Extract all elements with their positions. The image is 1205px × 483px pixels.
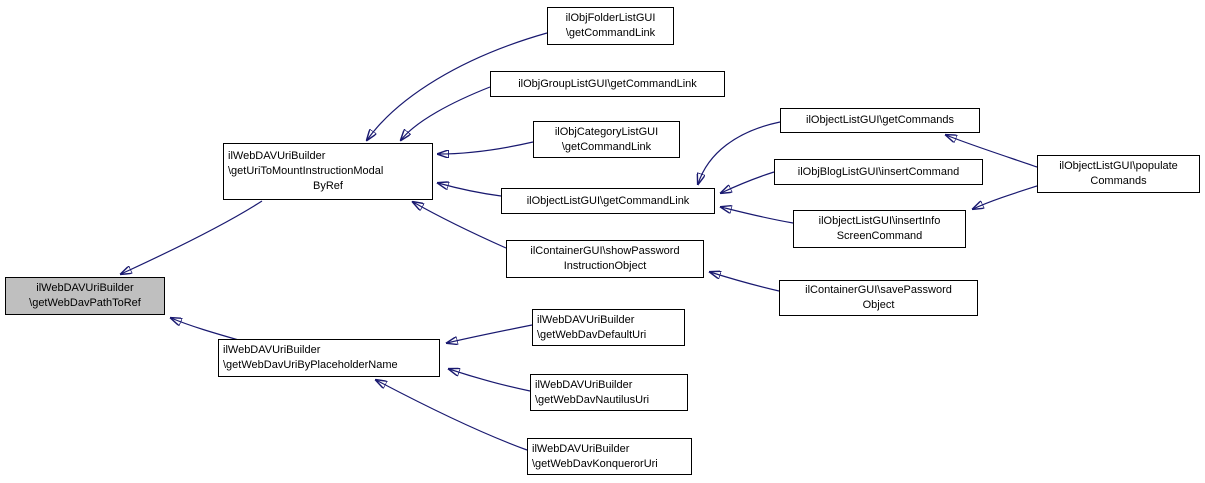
edge-populatecommands-to-getcommands — [946, 135, 1038, 168]
edge-savepassword-to-showpassword — [710, 272, 780, 292]
node-blog-insertcommand[interactable]: ilObjBlogListGUI\insertCommand — [774, 159, 983, 185]
node-getcommands[interactable]: ilObjectListGUI\getCommands — [780, 108, 980, 133]
edge-showpassword-to-geturitomount — [413, 202, 507, 249]
edge-getcommandlink-to-geturitomount — [438, 183, 502, 197]
node-label: ilObjectListGUI\populate — [1059, 160, 1178, 172]
edge-populatecommands-to-insertinfoscreen — [973, 185, 1038, 209]
edge-bloginsertcommand-to-getcommandlink — [721, 171, 775, 193]
node-getwebdavdefaulturi[interactable]: ilWebDAVUriBuilder \getWebDavDefaultUri — [532, 309, 685, 346]
node-group-getcommandlink[interactable]: ilObjGroupListGUI\getCommandLink — [490, 71, 725, 97]
node-folder-getcommandlink[interactable]: ilObjFolderListGUI \getCommandLink — [547, 7, 674, 45]
edge-group-to-geturitomount — [401, 86, 491, 140]
node-getwebdavuribyplaceholdername[interactable]: ilWebDAVUriBuilder \getWebDavUriByPlaceh… — [218, 339, 440, 377]
node-label: ilContainerGUI\showPassword — [530, 245, 680, 257]
node-getwebdavpathtoref[interactable]: ilWebDAVUriBuilder \getWebDavPathToRef — [5, 277, 165, 315]
edge-geturitomount-to-getwebdavpathtoref — [121, 200, 263, 274]
edge-konqueroruri-to-placeholdername — [376, 380, 528, 451]
edge-category-to-geturitomount — [438, 141, 534, 154]
node-category-getcommandlink[interactable]: ilObjCategoryListGUI \getCommandLink — [533, 121, 680, 158]
node-label-continued: ScreenCommand — [836, 230, 923, 242]
node-label-continued: Object — [862, 299, 895, 311]
edge-insertinfoscreen-to-getcommandlink — [721, 207, 794, 224]
node-label-continued: InstructionObject — [563, 260, 647, 272]
edge-nautilusuri-to-placeholdername — [449, 369, 531, 392]
node-label-continued: ByRef — [313, 180, 343, 192]
node-label: ilWebDAVUriBuilder \getUriToMountInstruc… — [228, 150, 384, 177]
node-object-getcommandlink[interactable]: ilObjectListGUI\getCommandLink — [501, 188, 715, 214]
edge-placeholdername-to-getwebdavpathtoref — [171, 318, 243, 342]
node-getwebdavnautilusuri[interactable]: ilWebDAVUriBuilder \getWebDavNautilusUri — [530, 374, 688, 411]
node-label-continued: Commands — [1090, 175, 1147, 187]
node-geturitomountinstructionmodalbyref[interactable]: ilWebDAVUriBuilder \getUriToMountInstruc… — [223, 143, 433, 200]
edge-getcommands-to-getcommandlink — [698, 121, 781, 184]
edge-defaulturi-to-placeholdername — [447, 324, 533, 343]
node-getwebdavkonqueroruri[interactable]: ilWebDAVUriBuilder \getWebDavKonquerorUr… — [527, 438, 692, 475]
node-label: ilObjectListGUI\insertInfo — [818, 215, 941, 227]
edge-folder-to-geturitomount — [367, 32, 548, 140]
node-label: ilContainerGUI\savePassword — [805, 284, 952, 296]
